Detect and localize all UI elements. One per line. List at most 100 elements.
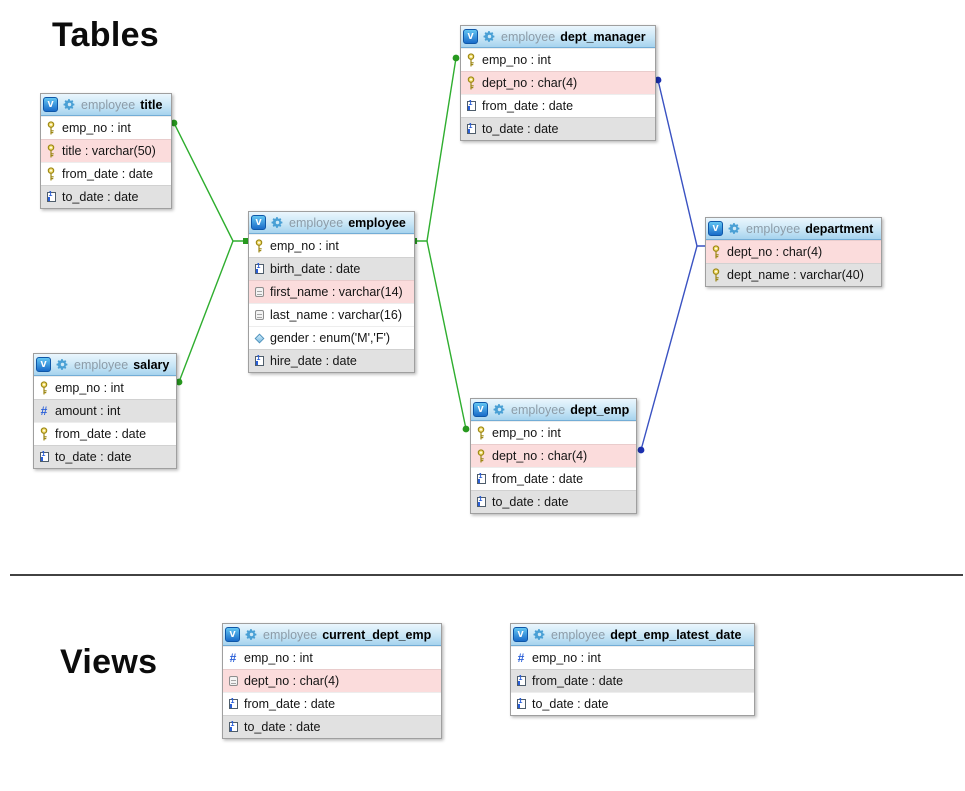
column-row[interactable]: from_date : date (511, 669, 754, 692)
column-row[interactable]: # emp_no : int (511, 646, 754, 669)
column-row[interactable]: emp_no : int (471, 421, 636, 444)
column-row[interactable]: dept_no : char(4) (461, 71, 655, 94)
column-label: first_name : varchar(14) (270, 285, 403, 299)
column-label: from_date : date (492, 472, 584, 486)
connector-dot (170, 119, 178, 127)
date-icon (253, 355, 265, 366)
relationship-line (173, 122, 248, 242)
view-badge-icon: v (225, 627, 240, 642)
view-badge-icon: v (43, 97, 58, 112)
column-label: gender : enum('M','F') (270, 331, 391, 345)
view-badge-icon: v (251, 215, 266, 230)
column-row[interactable]: emp_no : int (41, 116, 171, 139)
gear-icon (493, 403, 506, 416)
column-label: emp_no : int (244, 651, 313, 665)
view-badge-icon: v (36, 357, 51, 372)
key-icon (710, 245, 722, 259)
date-icon (515, 698, 527, 709)
column-label: from_date : date (55, 427, 147, 441)
text-icon (253, 287, 265, 297)
column-row[interactable]: first_name : varchar(14) (249, 280, 414, 303)
column-label: last_name : varchar(16) (270, 308, 403, 322)
gear-icon (245, 628, 258, 641)
entity-name: salary (133, 357, 170, 372)
column-row[interactable]: to_date : date (41, 185, 171, 208)
column-label: birth_date : date (270, 262, 361, 276)
gear-icon (728, 222, 741, 235)
column-row[interactable]: dept_no : char(4) (471, 444, 636, 467)
schema-name: employee (289, 215, 344, 230)
column-row[interactable]: emp_no : int (34, 376, 176, 399)
column-row[interactable]: gender : enum('M','F') (249, 326, 414, 349)
schema-name: employee (263, 627, 318, 642)
column-row[interactable]: to_date : date (223, 715, 441, 738)
column-row[interactable]: birth_date : date (249, 257, 414, 280)
key-icon (253, 239, 265, 253)
date-icon (475, 473, 487, 484)
column-row[interactable]: title : varchar(50) (41, 139, 171, 162)
key-icon (45, 167, 57, 181)
entity-name: dept_emp_latest_date (610, 627, 742, 642)
column-label: dept_no : char(4) (727, 245, 823, 259)
column-row[interactable]: dept_no : char(4) (223, 669, 441, 692)
column-row[interactable]: from_date : date (461, 94, 655, 117)
column-row[interactable]: from_date : date (41, 162, 171, 185)
column-row[interactable]: hire_date : date (249, 349, 414, 372)
connector-dot (452, 54, 460, 62)
column-row[interactable]: from_date : date (471, 467, 636, 490)
column-row[interactable]: from_date : date (223, 692, 441, 715)
tables-heading: Tables (52, 16, 159, 54)
view-badge-icon: v (513, 627, 528, 642)
column-row[interactable]: emp_no : int (461, 48, 655, 71)
column-label: from_date : date (62, 167, 154, 181)
date-icon (465, 100, 477, 111)
column-row[interactable]: to_date : date (461, 117, 655, 140)
column-label: from_date : date (532, 674, 624, 688)
column-label: dept_no : char(4) (482, 76, 578, 90)
column-row[interactable]: dept_name : varchar(40) (706, 263, 881, 286)
key-icon (45, 144, 57, 158)
column-label: emp_no : int (532, 651, 601, 665)
connector-dot (654, 76, 662, 84)
column-label: emp_no : int (55, 381, 124, 395)
column-row[interactable]: to_date : date (511, 692, 754, 715)
column-row[interactable]: dept_no : char(4) (706, 240, 881, 263)
column-row[interactable]: last_name : varchar(16) (249, 303, 414, 326)
column-row[interactable]: from_date : date (34, 422, 176, 445)
connector-dot (637, 446, 645, 454)
column-row[interactable]: #emp_no : int (223, 646, 441, 669)
column-label: to_date : date (55, 450, 132, 464)
numeric-icon: # (517, 651, 525, 665)
numeric-icon: # (40, 404, 48, 418)
column-label: emp_no : int (482, 53, 551, 67)
column-label: to_date : date (492, 495, 569, 509)
column-row[interactable]: to_date : date (34, 445, 176, 468)
connector-dot (462, 425, 470, 433)
column-row[interactable]: emp_no : int (249, 234, 414, 257)
entity-name: dept_emp (570, 402, 630, 417)
column-row[interactable]: to_date : date (471, 490, 636, 513)
gear-icon (56, 358, 69, 371)
gear-icon (533, 628, 546, 641)
column-row[interactable]: # amount : int (34, 399, 176, 422)
column-label: to_date : date (244, 720, 321, 734)
date-icon (45, 191, 57, 202)
column-label: amount : int (55, 404, 121, 418)
